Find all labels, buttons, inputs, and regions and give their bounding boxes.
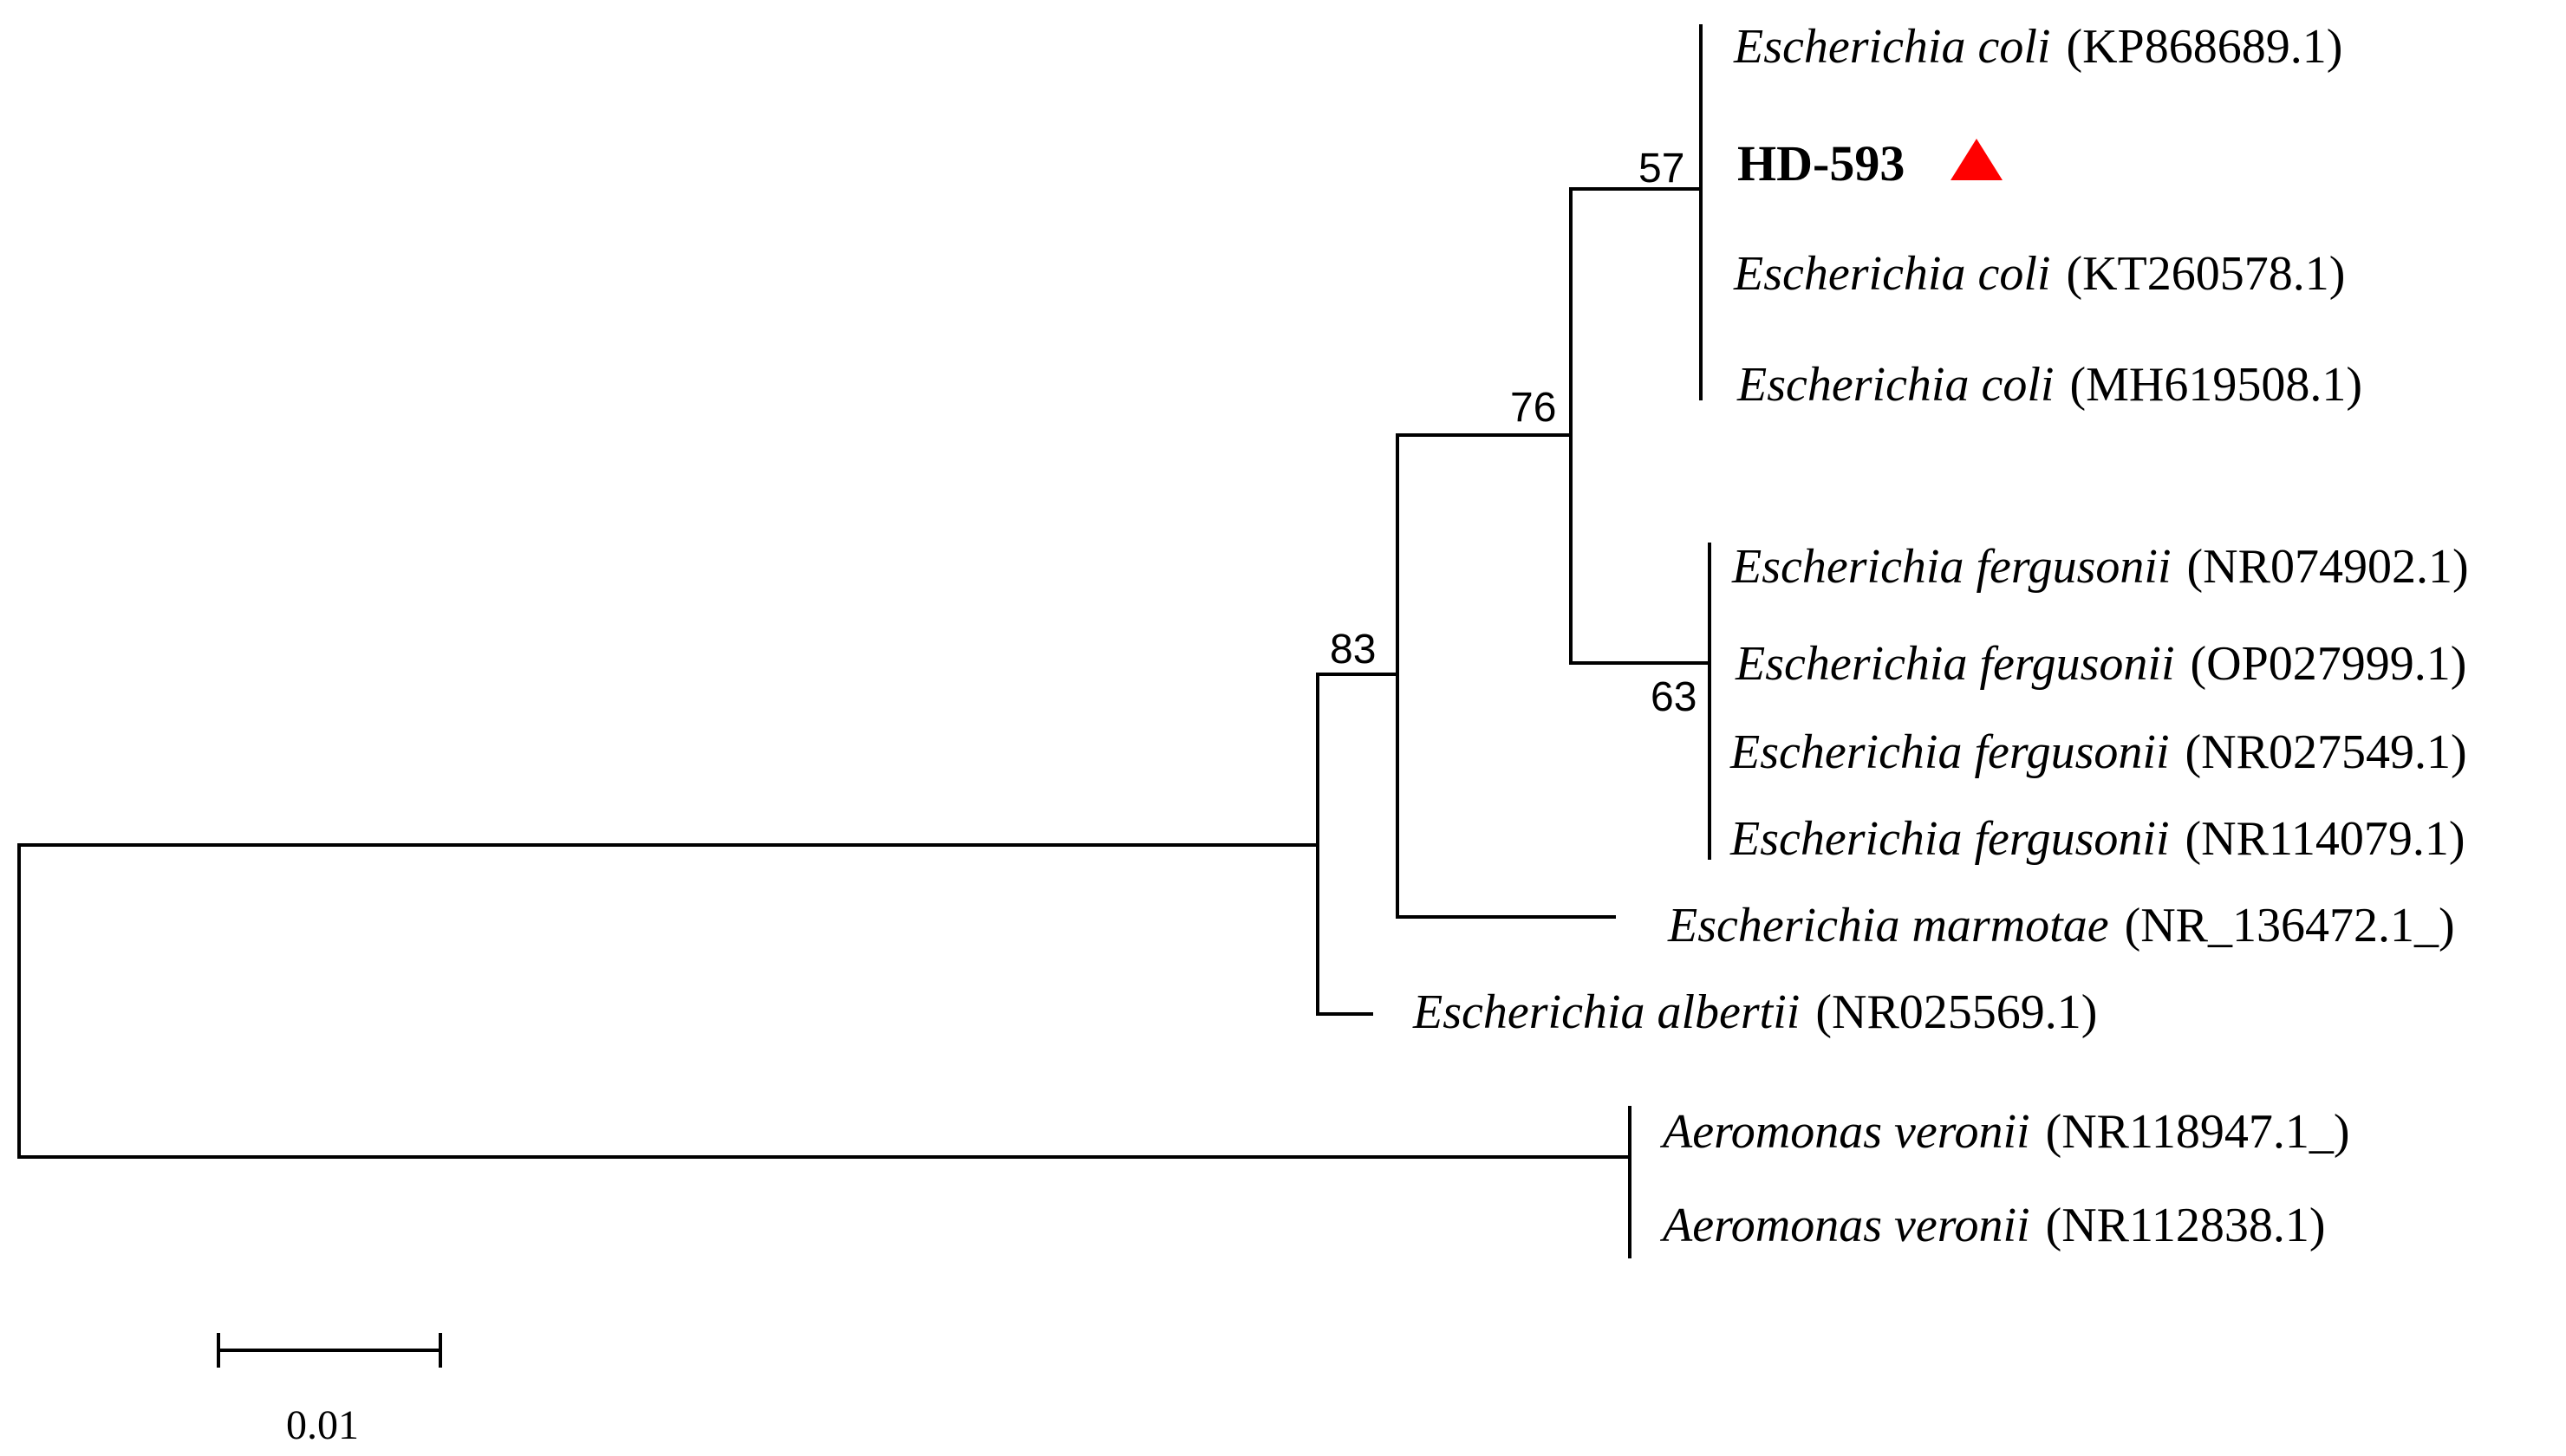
accession-number: (NR_136472.1_) [2125, 899, 2455, 952]
taxon-labels: Escherichia coli (KP868689.1) HD-593 Esc… [1412, 20, 2469, 1252]
scale-bar-label: 0.01 [286, 1402, 359, 1448]
bootstrap-value-fergusonii-clade: 63 [1651, 674, 1697, 720]
taxon-label: Escherichia fergusonii (NR074902.1) [1731, 540, 2469, 594]
accession-number: (NR025569.1) [1815, 985, 2097, 1039]
species-name: Escherichia fergusonii [1735, 637, 2175, 691]
species-name: Escherichia fergusonii [1729, 812, 2170, 866]
triangle-marker-icon [1951, 139, 2003, 180]
accession-number: (NR027549.1) [2185, 725, 2467, 779]
accession-number: (OP027999.1) [2191, 637, 2467, 691]
species-name: Escherichia fergusonii [1731, 540, 2172, 594]
species-name: Aeromonas veronii [1659, 1105, 2030, 1159]
species-name: Escherichia fergusonii [1729, 725, 2170, 779]
taxon-label: Aeromonas veronii (NR112838.1) [1659, 1199, 2326, 1252]
tree-branches [17, 24, 1711, 1368]
bootstrap-value-escherichia-clade: 83 [1330, 627, 1376, 673]
species-name: Escherichia coli [1736, 358, 2054, 412]
taxon-label: Escherichia coli (MH619508.1) [1736, 358, 2362, 412]
taxon-label: Escherichia fergusonii (NR027549.1) [1729, 725, 2467, 779]
taxon-label: Aeromonas veronii (NR118947.1_) [1659, 1105, 2350, 1159]
accession-number: (NR112838.1) [2046, 1199, 2326, 1252]
taxon-label: Escherichia fergusonii (OP027999.1) [1735, 637, 2466, 691]
species-name: Escherichia albertii [1412, 985, 1800, 1039]
bootstrap-values: 57 76 63 83 [1330, 146, 1697, 720]
taxon-label: Escherichia fergusonii (NR114079.1) [1729, 812, 2465, 866]
taxon-label: Escherichia coli (KT260578.1) [1733, 247, 2345, 301]
bootstrap-value-coli-clade: 57 [1638, 146, 1684, 192]
accession-number: (KT260578.1) [2066, 247, 2345, 301]
accession-number: (NR114079.1) [2185, 812, 2465, 866]
species-name: Escherichia marmotae [1667, 899, 2109, 952]
query-isolate-label: HD-593 [1737, 135, 1905, 192]
accession-number: (NR074902.1) [2187, 540, 2469, 594]
accession-number: (KP868689.1) [2066, 20, 2342, 74]
accession-number: (NR118947.1_) [2046, 1105, 2350, 1159]
taxon-label: Escherichia albertii (NR025569.1) [1412, 985, 2097, 1039]
accession-number: (MH619508.1) [2069, 358, 2362, 412]
bootstrap-value-coli-fergusonii-clade: 76 [1510, 385, 1556, 431]
species-name: Escherichia coli [1733, 247, 2050, 301]
species-name: Escherichia coli [1733, 20, 2050, 74]
taxon-label: Escherichia coli (KP868689.1) [1733, 20, 2342, 74]
taxon-label: Escherichia marmotae (NR_136472.1_) [1667, 899, 2455, 952]
species-name: Aeromonas veronii [1659, 1199, 2030, 1252]
